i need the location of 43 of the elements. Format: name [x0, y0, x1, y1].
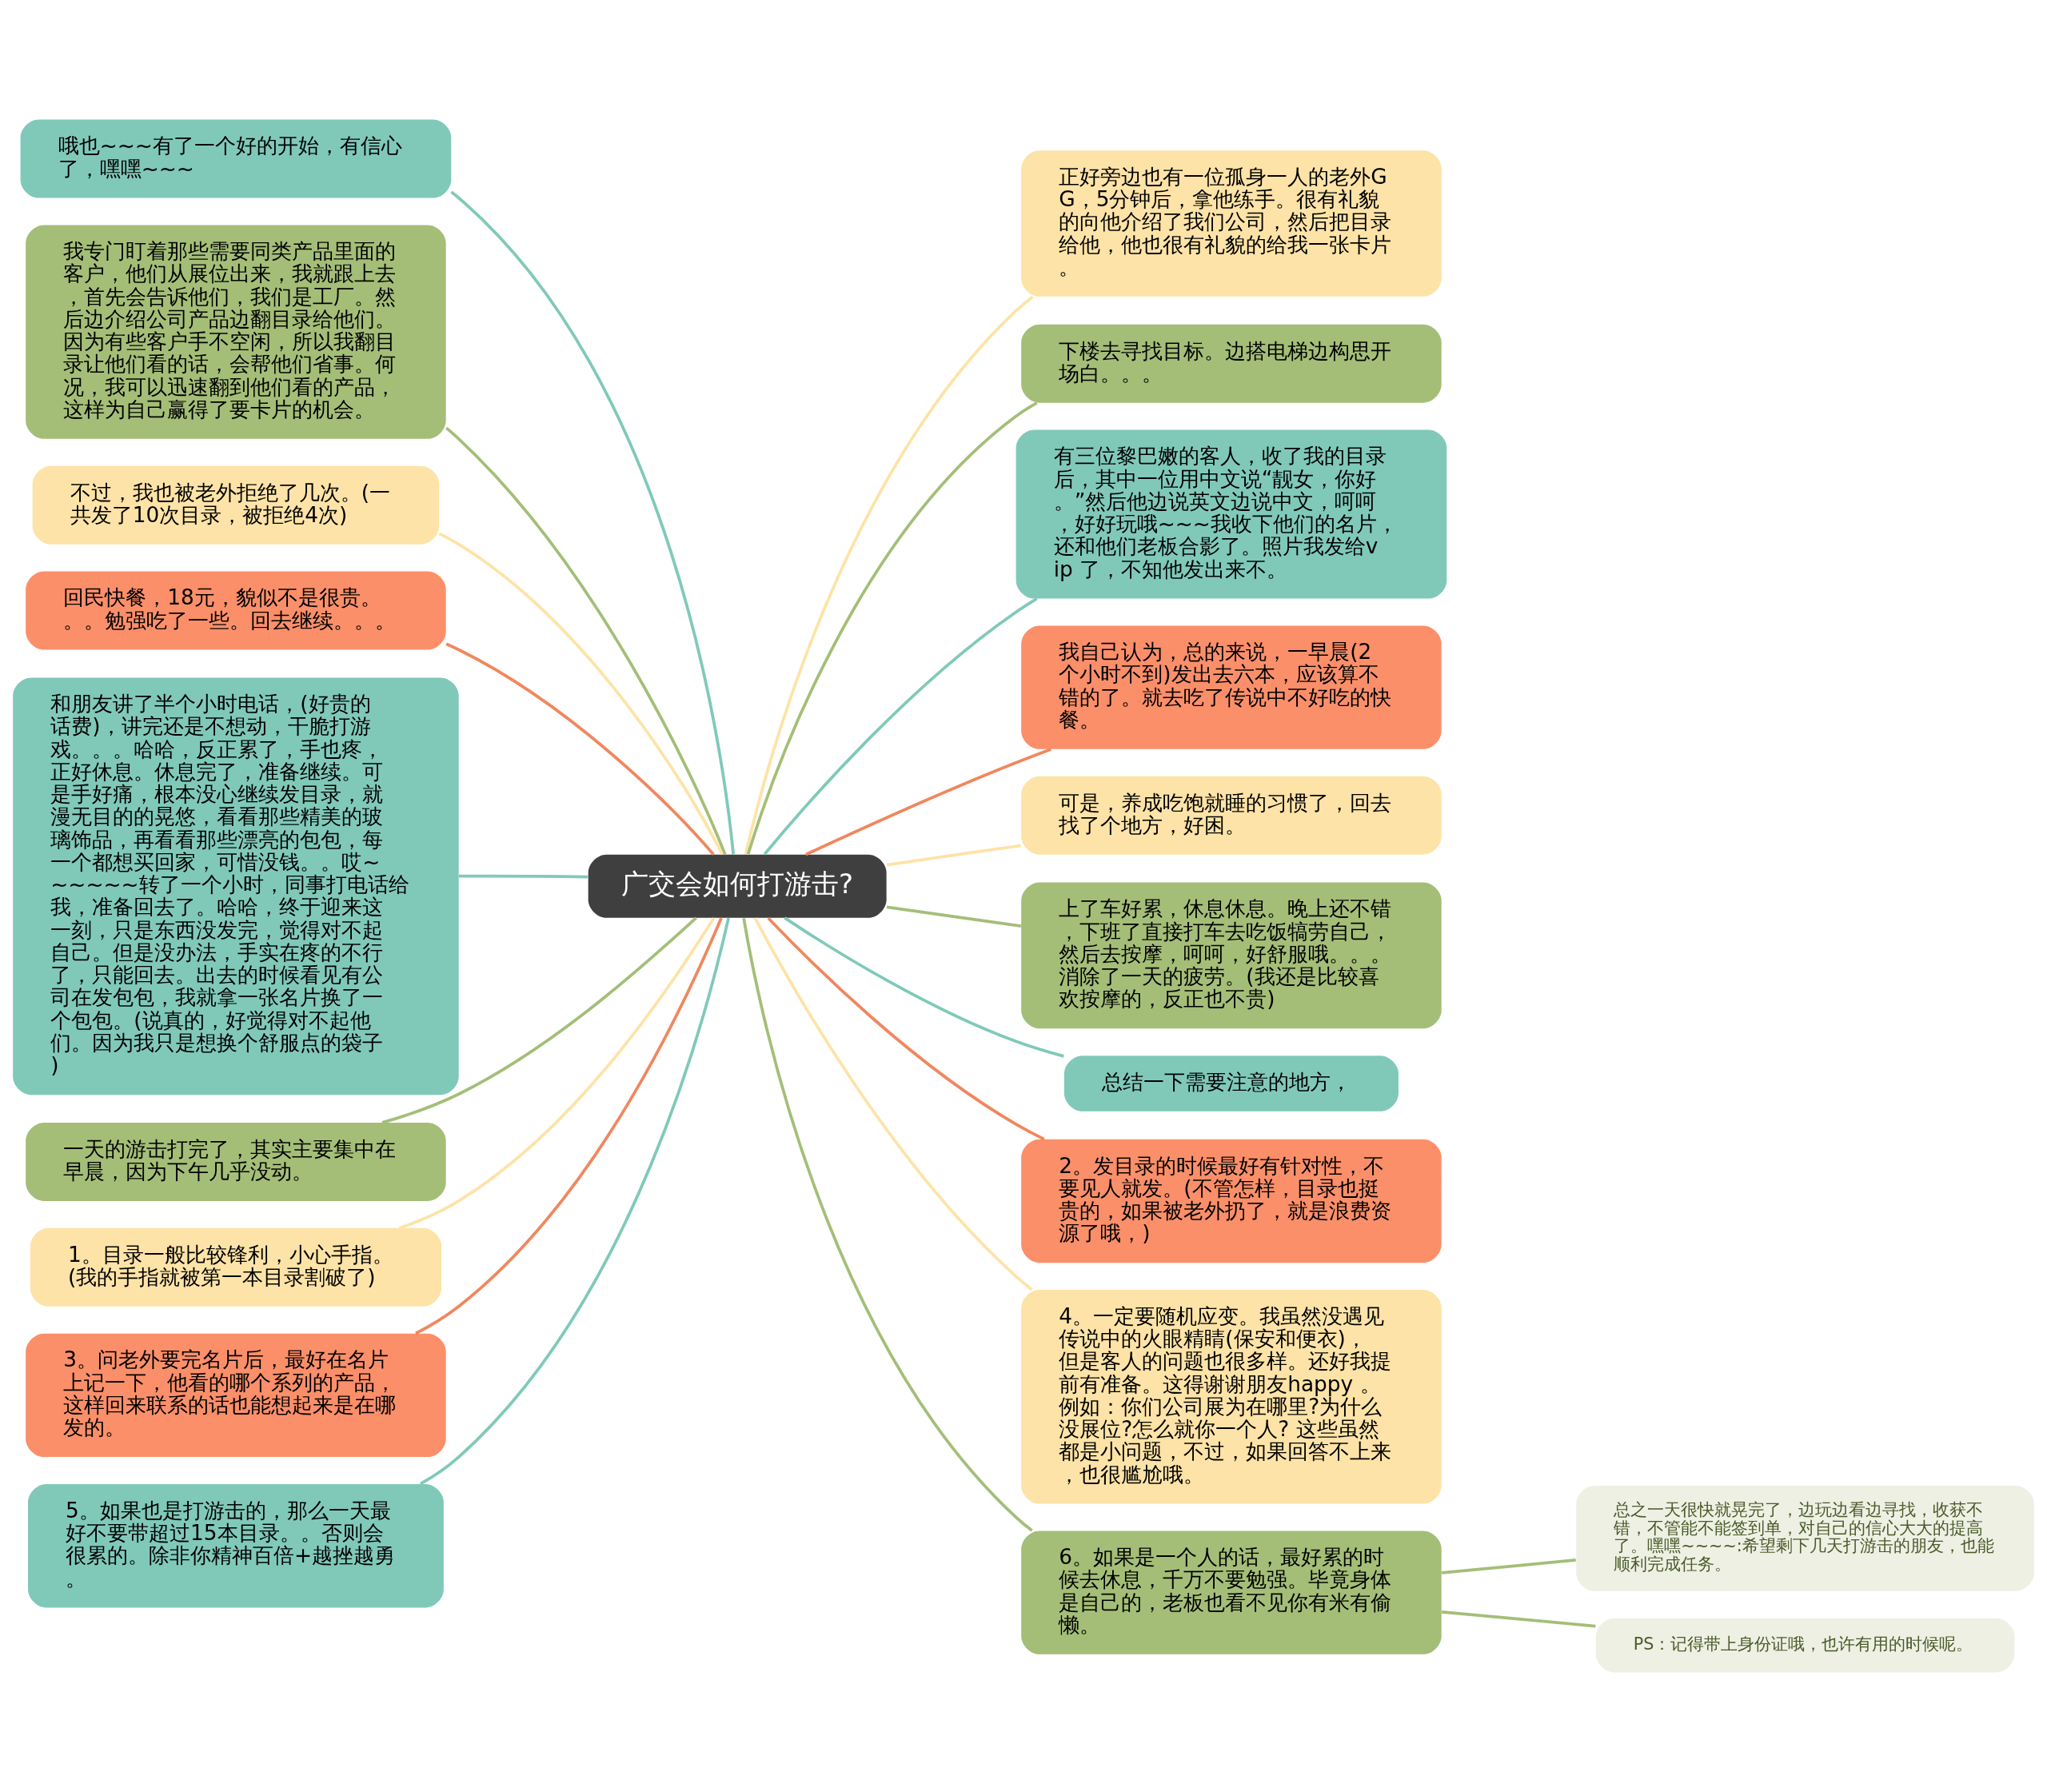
connector — [767, 916, 1045, 1141]
connector — [753, 917, 1033, 1291]
node-box: 2。发目录的时候最好有针对性，不要见人就发。(不管怎样，目录也挺贵的，如果被老外扔了，就是浪费资源了哦，) — [1021, 1139, 1442, 1263]
connector — [746, 401, 1038, 855]
node-box: 总结一下需要注意的地方， — [1063, 1056, 1399, 1112]
node-box: 总之一天很快就晃完了，边玩边看边寻找，收获不错，不管能不能签到单，对自己的信心大大的提高了。嘿嘿~~~~:希望剩下几天打游击的朋友，也能顺利完成任务。 — [1576, 1485, 2034, 1591]
node-box: 有三位黎巴嫩的客人，收了我的目录后，其中一位用中文说“靓女，你好。”然后他边说英文边说中文，呵呵，好好玩哦~~~我收下他们的名片，还和他们老板合影了。照片我发给vip 了，不知他发出来不。 — [1016, 429, 1447, 599]
connector — [445, 426, 727, 856]
connector — [419, 917, 730, 1486]
connector — [1441, 1610, 1596, 1628]
node-box: 和朋友讲了半个小时电话，(好贵的话费)，讲完还是不想动，干脆打游戏。。。哈哈，反正累了，手也疼，正好休息。休息完了，准备继续。可是手好痛，根本没心继续发目录，就漫无目的的晃悠，看看那些精美的玻璃饰品，再看看那些漂亮的包包，每一个都想买回家，可惜没钱。。哎~~~~~~转了一个小时，同事打电话给我，准备回去了。哈哈，终于迎来这一刻，只是东西没发完，觉得对不起自己。但是没办法，手实在疼的不行了，只能回去。出去的时候看见有公司在发包包，我就拿一张名片换了一个包包。(说真的，好觉得对不起他们。因为我只是想换个舒服点的袋子) — [13, 677, 459, 1096]
node-box: 上了车好累，休息休息。晚上还不错，下班了直接打车去吃饭犒劳自己，然后去按摩，呵呵，好舒服哦。。。消除了一天的疲劳。(我还是比较喜欢按摩的，反正也不贵) — [1021, 882, 1442, 1029]
connector — [445, 642, 715, 856]
connector — [381, 916, 697, 1124]
connector — [886, 905, 1022, 928]
connector — [438, 532, 724, 856]
node-box: 回民快餐，18元，貌似不是很贵。。。勉强吃了一些。回去继续。。。 — [26, 571, 446, 650]
connector — [763, 597, 1038, 856]
node-box: 3。问老外要完名片后，最好在名片上记一下，他看的哪个系列的产品，这样回来联系的话也能想起来是在哪发的。 — [26, 1333, 446, 1458]
node-box: 我自己认为，总的来说，一早晨(2个小时不到)发出去六本，应该算不错的了。就去吃了传说中不好吃的快餐。 — [1021, 625, 1442, 749]
connector — [450, 190, 735, 855]
node-box: 不过，我也被老外拒绝了几次。(一共发了10次目录，被拒绝4次) — [32, 465, 440, 545]
node-box: 5。如果也是打游击的，那么一天最好不要带超过15本目录。。否则会很累的。除非你精神百倍+越挫越勇。 — [28, 1484, 444, 1608]
connector — [744, 295, 1034, 855]
node-box: 4。一定要随机应变。我虽然没遇见传说中的火眼精睛(保安和便衣)，但是客人的问题也很多样。还好我提前有准备。这得谢谢朋友happy 。例如：你们公司展为在哪里?为什么没展位?怎么就你一个人? 这些虽然都是小问题，不过，如果回答不上来，也很尴尬哦。 — [1021, 1290, 1442, 1504]
connector — [398, 917, 716, 1230]
connector — [742, 918, 1033, 1532]
connector — [886, 844, 1022, 867]
node-box: 广交会如何打游击? — [588, 854, 887, 918]
node-box: 一天的游击打完了，其实主要集中在早晨，因为下午几乎没动。 — [26, 1122, 446, 1201]
connector — [458, 874, 589, 879]
node-box: 1。目录一般比较锋利，小心手指。(我的手指就被第一本目录割破了) — [30, 1227, 441, 1307]
node-box: 下楼去寻找目标。边搭电梯边构思开场白。。。 — [1021, 324, 1442, 403]
node-box: 我专门盯着那些需要同类产品里面的客户，他们从展位出来，我就跟上去，首先会告诉他们，我们是工厂。然后边介绍公司产品边翻目录给他们。因为有些客户手不空闲，所以我翻目录让他们看的话，会帮他们省事。何况，我可以迅速翻到他们看的产品，这样为自己赢得了要卡片的机会。 — [26, 225, 446, 439]
connector — [1441, 1559, 1576, 1574]
node-box: 6。如果是一个人的话，最好累的时候去休息，千万不要勉强。毕竟身体是自己的，老板也看不见你有米有偷懒。 — [1021, 1531, 1442, 1654]
connector — [805, 748, 1051, 856]
node-box: PS：记得带上身份证哦，也许有用的时候呢。 — [1595, 1618, 2015, 1673]
connector — [784, 916, 1064, 1058]
connector — [415, 917, 723, 1335]
node-box: 哦也~~~有了一个好的开始，有信心了，嘿嘿~~~ — [20, 119, 452, 198]
node-box: 正好旁边也有一位孤身一人的老外GG，5分钟后，拿他练手。很有礼貌的向他介绍了我们公司，然后把目录给他，他也很有礼貌的给我一张卡片。 — [1021, 150, 1442, 297]
node-box: 可是，养成吃饱就睡的习惯了，回去找了个地方，好困。 — [1021, 776, 1442, 855]
